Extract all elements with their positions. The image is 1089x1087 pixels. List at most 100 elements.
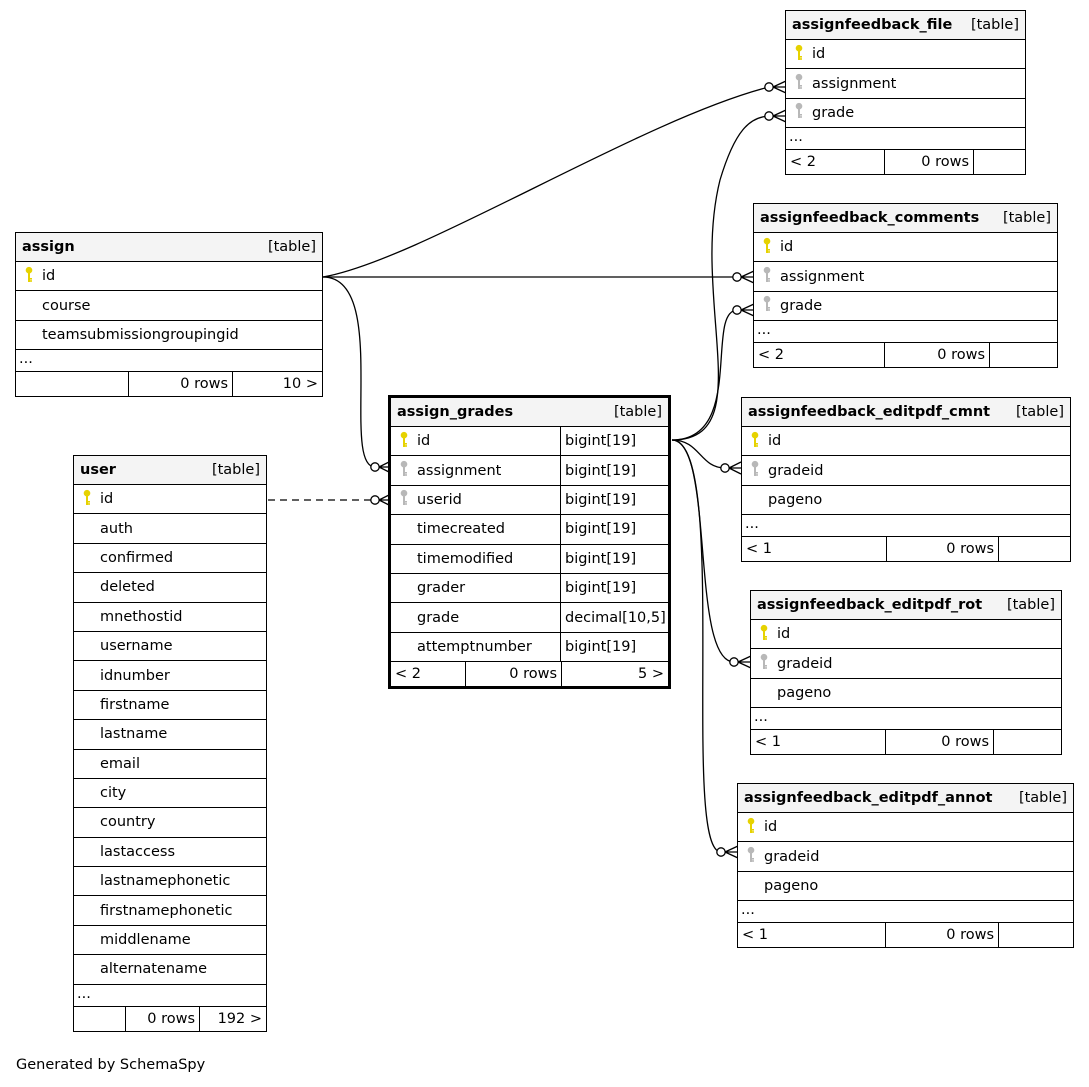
table-name[interactable]: assignfeedback_editpdf_cmnt [748, 404, 991, 420]
edge-grades-comments [671, 309, 738, 441]
column-row[interactable]: grade [754, 292, 1057, 322]
column-row[interactable]: id [786, 40, 1025, 70]
column-name: timemodified [417, 550, 514, 567]
table-name[interactable]: assignfeedback_comments [760, 210, 980, 226]
column-row[interactable]: pageno [738, 872, 1073, 902]
column-name: email [100, 755, 140, 772]
column-row[interactable]: lastaccess [74, 838, 266, 868]
more-columns-ellipsis: ... [786, 128, 1025, 151]
column-row[interactable]: pageno [751, 679, 1061, 709]
column-name: middlename [100, 932, 191, 949]
column-row[interactable]: pageno [742, 486, 1070, 516]
column-row[interactable]: idnumber [74, 661, 266, 691]
primary-key-icon [738, 817, 764, 838]
column-row[interactable]: teamsubmissiongroupingid [16, 321, 322, 351]
foreign-key-icon [786, 102, 812, 123]
column-row[interactable]: id [742, 427, 1070, 457]
column-row[interactable]: firstnamephonetic [74, 896, 266, 926]
table-name[interactable]: assignfeedback_editpdf_rot [757, 597, 983, 613]
column-row[interactable]: gradeid [742, 456, 1070, 486]
column-name: lastaccess [100, 843, 176, 860]
table-name[interactable]: assign [22, 239, 75, 255]
column-name: grade [417, 609, 460, 626]
column-row[interactable]: gradeid [738, 842, 1073, 872]
column-name: grader [417, 580, 466, 597]
column-row[interactable]: firstname [74, 691, 266, 721]
column-row[interactable]: assignment [754, 262, 1057, 292]
table-name[interactable]: user [80, 462, 116, 478]
column-row[interactable]: alternatename [74, 955, 266, 985]
column-row[interactable]: deleted [74, 573, 266, 603]
row-count: 0 rows [886, 537, 998, 562]
parents-count: < 2 [790, 154, 816, 171]
table-header: assignfeedback_editpdf_rot[table] [751, 591, 1061, 620]
column-row[interactable]: confirmed [74, 544, 266, 574]
primary-key-icon [391, 431, 417, 452]
parents-count: < 1 [755, 734, 781, 751]
row-count: 0 rows [128, 372, 232, 397]
more-columns-ellipsis: ... [738, 901, 1073, 924]
column-row[interactable]: city [74, 779, 266, 809]
column-row[interactable]: course [16, 291, 322, 321]
column-row[interactable]: middlename [74, 926, 266, 956]
column-name: auth [100, 520, 133, 537]
table-header: assignfeedback_editpdf_annot [table] [738, 784, 1073, 813]
column-row[interactable]: id [74, 485, 266, 515]
table-header: assign[table] [16, 233, 322, 262]
table-tag: [table] [1018, 790, 1067, 806]
column-name: id [812, 46, 826, 63]
table-name[interactable]: assignfeedback_editpdf_annot [744, 790, 993, 806]
column-row[interactable]: id [751, 620, 1061, 650]
column-name: assignment [780, 268, 865, 285]
column-row[interactable]: id [738, 813, 1073, 843]
column-type: bigint[19] [560, 427, 668, 456]
column-name: idnumber [100, 667, 170, 684]
column-row[interactable]: assignment [786, 69, 1025, 99]
column-row[interactable]: email [74, 750, 266, 779]
column-name: assignment [417, 462, 502, 479]
column-row[interactable]: username [74, 632, 266, 662]
column-row[interactable]: country [74, 808, 266, 838]
primary-key-icon [786, 44, 812, 65]
table-name[interactable]: assign_grades [397, 404, 514, 420]
children-count [993, 730, 1061, 755]
column-row[interactable]: gradeid [751, 649, 1061, 679]
column-row[interactable]: grade [786, 99, 1025, 129]
foreign-key-icon [754, 295, 780, 316]
column-row[interactable]: lastnamephonetic [74, 867, 266, 897]
table-name[interactable]: assignfeedback_file [792, 17, 953, 33]
row-count: 0 rows [885, 923, 998, 948]
table-assign[interactable]: assign[table]id course teamsubmissiongroup… [15, 232, 323, 398]
column-row[interactable]: id [754, 233, 1057, 263]
generated-by-credit: Generated by SchemaSpy [16, 1057, 206, 1073]
column-row[interactable]: id [16, 262, 322, 292]
edge-assign-feedbackfile [322, 86, 770, 278]
column-row[interactable]: mnethostid [74, 603, 266, 632]
column-row[interactable]: auth [74, 514, 266, 544]
column-name: course [42, 297, 91, 314]
column-name: lastname [100, 726, 168, 743]
more-columns-ellipsis: ... [74, 985, 266, 1007]
column-name: city [100, 785, 127, 802]
column-name: id [768, 433, 782, 450]
edge-grades-rot [671, 439, 735, 663]
column-row[interactable]: lastname [74, 720, 266, 750]
